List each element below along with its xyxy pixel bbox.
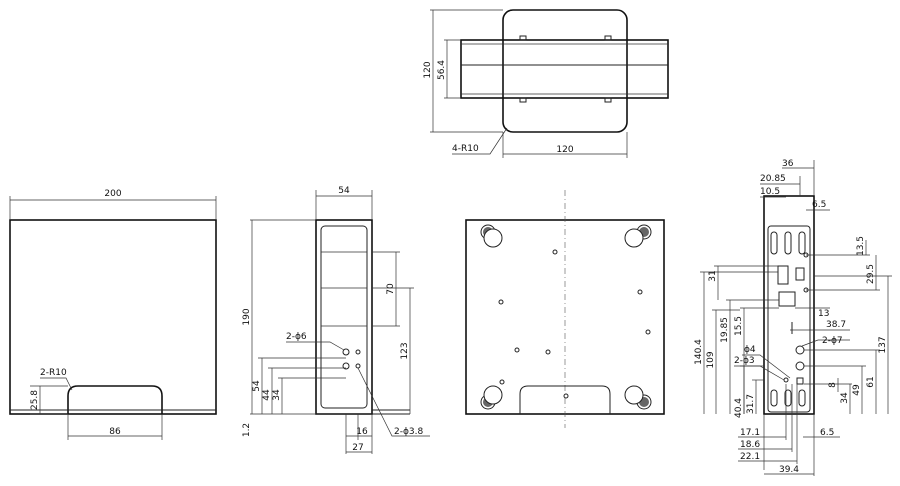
rear-h109-label: 109 [706,351,716,368]
top-view-base-outline [502,9,628,133]
rear-h1404-label: 140.4 [694,339,704,365]
rear-h1985-label: 19.85 [720,317,730,343]
rear-body-outline [763,195,815,415]
side-w16-label: 16 [356,427,368,437]
rear-h135-label: 13.5 [856,236,866,256]
rear-w394-label: 39.4 [779,465,799,475]
rear-w36-label: 36 [782,159,794,169]
side-body-outline [315,219,373,415]
front-notch [67,385,163,414]
front-body-outline [9,219,217,415]
rear-w171-label: 17.1 [740,428,760,438]
rear-h49-label: 49 [852,384,862,396]
rear-h13-label: 13 [818,309,829,319]
side-slot-label: 70 [386,283,396,295]
front-notch-radius-label: 2-R10 [40,368,67,378]
side-hole6-label: 2-ϕ6 [286,332,307,342]
rear-h8-label: 8 [828,382,838,388]
rear-w65-top-label: 6.5 [812,200,826,210]
rear-h34-label: 34 [840,392,850,404]
rear-w221-label: 22.1 [740,452,760,462]
side-view: 54 190 1.2 70 123 2-ϕ6 54 44 34 2-ϕ3.8 [242,186,430,454]
rear-w105-label: 10.5 [760,187,780,197]
side-h34-label: 34 [272,389,282,401]
rear-h295-label: 29.5 [866,264,876,284]
top-view-body-outline [460,39,669,99]
front-notch-height-label: 25.8 [30,390,40,410]
rear-phi7-label: 2-ϕ7 [822,336,843,346]
side-h54-label: 54 [252,380,262,392]
rear-h404-label: 40.4 [734,398,744,418]
rear-w65-bot-label: 6.5 [820,428,834,438]
side-upper-label: 123 [400,342,410,359]
top-height-label: 120 [423,61,433,78]
rear-w2085-label: 20.85 [760,174,786,184]
side-height-label: 190 [242,308,252,325]
rear-h155-label: 15.5 [734,316,744,336]
front-view: 200 86 25.8 2-R10 [9,189,217,440]
rear-phi4-label: ϕ4 [744,345,756,355]
side-h44-label: 44 [262,389,272,401]
rear-h61-label: 61 [866,376,876,387]
top-width-label: 120 [556,145,573,155]
side-hole38-label: 2-ϕ3.8 [394,427,423,437]
rear-h137-label: 137 [878,336,888,353]
rear-h31-label: 31 [708,270,718,281]
side-w27-label: 27 [352,443,363,453]
rear-h317-label: 31.7 [746,394,756,414]
top-depth-label: 56.4 [437,60,447,80]
rear-view: 36 20.85 10.5 6.5 13.5 31 29.5 13 19.85 … [694,159,892,476]
front-width-label: 200 [104,189,121,199]
rear-phi3-label: 2-ϕ3 [734,356,755,366]
rear-h387-label: 38.7 [826,320,846,330]
rear-w186-label: 18.6 [740,440,760,450]
front-notch-width-label: 86 [109,427,121,437]
top-view: 120 56.4 120 4-R10 [423,9,669,158]
side-offset-label: 1.2 [242,423,252,437]
bottom-view [465,190,665,428]
side-width-label: 54 [338,186,350,196]
top-corner-label: 4-R10 [452,144,479,154]
